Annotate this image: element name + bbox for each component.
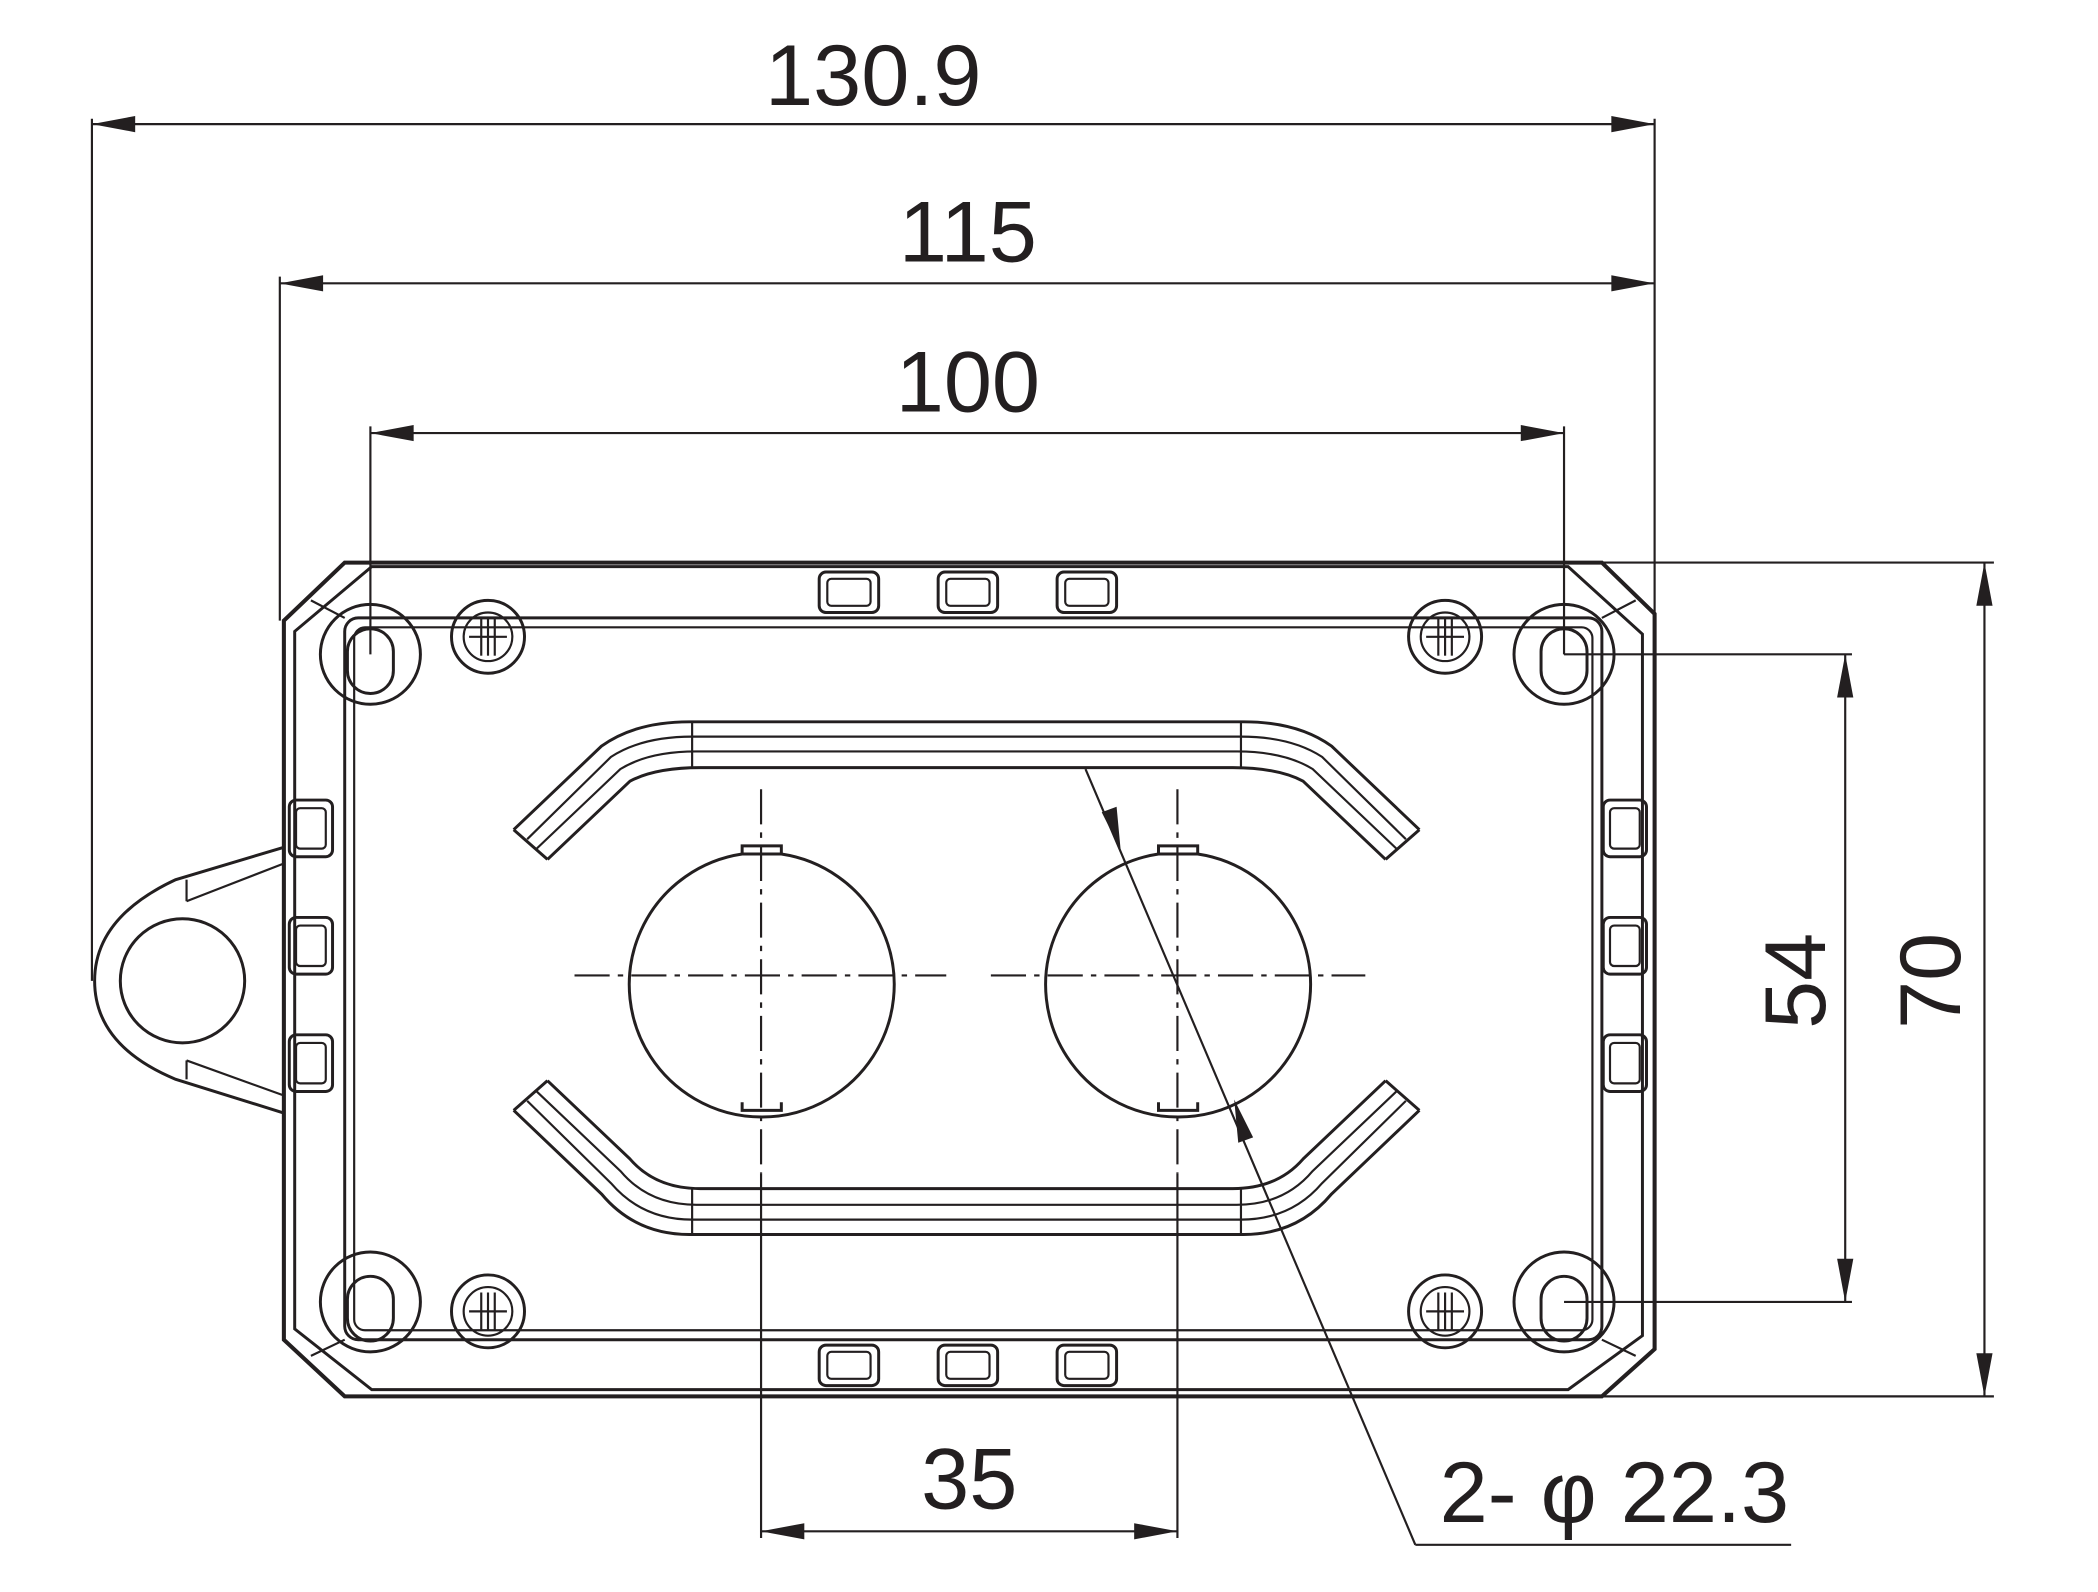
dimension-hole-spacing-height bbox=[1564, 653, 1854, 1304]
dimension-label-hole-spacing-height: 54 bbox=[1748, 933, 1844, 1029]
enclosure-body bbox=[281, 560, 1657, 1399]
mounting-hole-bottom-left bbox=[318, 1250, 422, 1354]
cover-screw-bottom-right bbox=[1407, 1273, 1484, 1350]
dimension-button-spacing bbox=[759, 1173, 1179, 1540]
top-guard-rail bbox=[512, 720, 1421, 861]
dimension-hole-spacing-width bbox=[369, 424, 1566, 655]
dimension-label-button-spacing: 35 bbox=[921, 1431, 1017, 1527]
bottom-guard-rail bbox=[512, 1079, 1421, 1236]
dimension-label-hole-diameter: 2- φ 22.3 bbox=[1440, 1445, 1789, 1541]
dimension-label-body-width: 115 bbox=[899, 185, 1037, 281]
dimension-label-overall-width: 130.9 bbox=[765, 28, 981, 124]
cover-screw-top-right bbox=[1407, 598, 1484, 675]
hole-diameter-leader bbox=[1084, 768, 1792, 1546]
cover-screw-top-left bbox=[450, 598, 526, 675]
cover-screw-bottom-left bbox=[450, 1273, 526, 1350]
centre-lines bbox=[574, 789, 1366, 1174]
dimension-body-height bbox=[1601, 561, 1994, 1398]
dimension-body-width bbox=[278, 275, 1655, 621]
edge-tabs bbox=[287, 570, 1648, 1388]
dimension-label-body-height: 70 bbox=[1883, 933, 1979, 1029]
dimension-label-hole-spacing-width: 100 bbox=[896, 335, 1040, 431]
dimension-overall-width bbox=[90, 116, 1656, 981]
hanging-lug bbox=[93, 845, 285, 1115]
